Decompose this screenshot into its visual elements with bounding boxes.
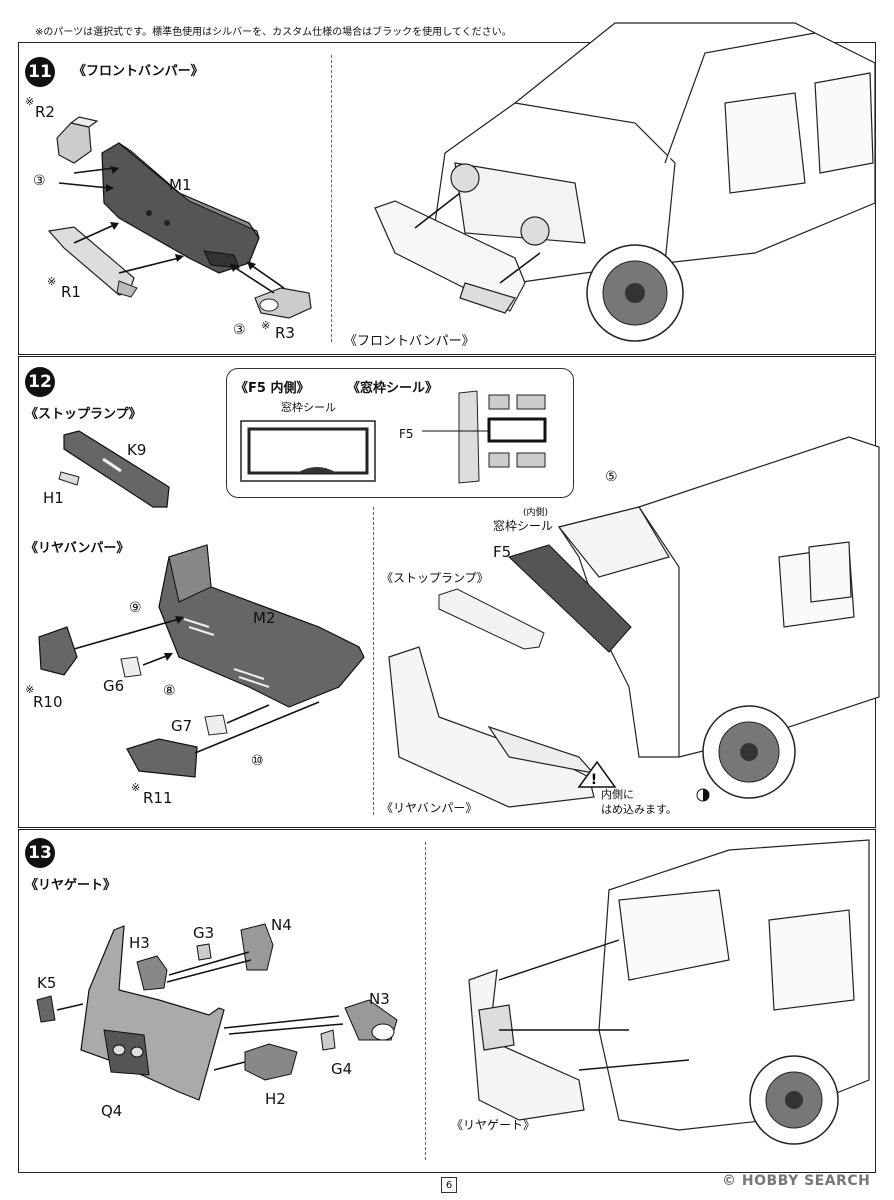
part-r10: R10 <box>33 693 63 711</box>
warning-text-line1: 内側に <box>601 788 634 801</box>
svg-text:!: ! <box>591 772 597 788</box>
inset-seal-label: 窓枠シール <box>281 401 336 414</box>
part-m1: M1 <box>169 176 192 194</box>
part-k5: K5 <box>37 974 57 992</box>
pin-5: ⑤ <box>605 469 618 485</box>
inset-f5-label: F5 <box>399 427 414 441</box>
r11-marker: ※ <box>131 781 141 794</box>
step-12-panel: 12 《ストップランプ》 《リヤバンパー》 《F5 内側》 窓枠シール 《窓枠シ… <box>18 356 880 828</box>
part-r11: R11 <box>143 789 173 807</box>
step-13-number: 13 <box>25 838 55 868</box>
rear-gate-caption: 《リヤゲート》 <box>451 1118 536 1132</box>
window-seal-inset: 《F5 内側》 窓枠シール 《窓枠シール》 F5 <box>226 368 574 498</box>
truck-front-drawing <box>374 22 876 342</box>
pin-3-upper: ③ <box>33 173 46 189</box>
part-g6: G6 <box>103 677 125 695</box>
r2-marker: ※ <box>25 95 35 108</box>
inset-f5-inner-title: 《F5 内側》 <box>235 381 310 396</box>
pin-8: ⑧ <box>163 683 176 699</box>
step-13-divider <box>425 842 426 1160</box>
step-11-caption: 《フロントバンパー》 <box>344 334 475 349</box>
rear-gate-title: 《リヤゲート》 <box>25 878 117 893</box>
step-11-number: 11 <box>25 57 55 87</box>
page-number: 6 <box>441 1177 457 1193</box>
pin-10: ⑩ <box>251 753 264 769</box>
r1-marker: ※ <box>47 275 57 288</box>
step-11-divider <box>331 55 332 342</box>
part-g7: G7 <box>171 717 193 735</box>
part-q4: Q4 <box>101 1102 123 1120</box>
part-r1: R1 <box>61 283 81 301</box>
rear-bumper-caption: 《リヤバンパー》 <box>381 801 478 815</box>
part-r3: R3 <box>275 324 295 342</box>
part-h2: H2 <box>265 1090 286 1108</box>
inset-seal-title: 《窓枠シール》 <box>347 381 439 396</box>
step-11-panel: 11 《フロントバンパー》 ※ R2 ③ M1 ※ <box>18 22 876 355</box>
part-r2: R2 <box>35 103 55 121</box>
part-n4: N4 <box>271 916 292 934</box>
window-seal-label: 窓枠シール <box>493 519 554 533</box>
step-12-divider <box>373 507 374 815</box>
pin-9: ⑨ <box>129 600 142 616</box>
warning-text-line2: はめ込みます。 <box>601 803 677 816</box>
part-h1: H1 <box>43 489 64 507</box>
inner-side-note: (内側) <box>523 508 549 518</box>
step-11-title: 《フロントバンパー》 <box>73 64 204 79</box>
part-g4: G4 <box>331 1060 353 1078</box>
rear-gate-parts-drawing <box>36 923 398 1101</box>
truck-rear-bumper-drawing: ! <box>388 436 880 808</box>
part-g3: G3 <box>193 924 215 942</box>
part-m2: M2 <box>253 609 276 627</box>
selection-note: ※のパーツは選択式です。標準色使用はシルバーを、カスタム仕様の場合はブラックを使… <box>35 27 512 38</box>
r3-marker: ※ <box>261 319 271 332</box>
stop-lamp-title: 《ストップランプ》 <box>25 407 142 422</box>
part-k9: K9 <box>127 441 147 459</box>
inset-seal-drawing <box>240 390 547 484</box>
truck-rear-gate-drawing <box>468 839 870 1145</box>
stop-lamp-caption: 《ストップランプ》 <box>381 571 489 585</box>
watermark: © HOBBY SEARCH <box>722 1173 871 1189</box>
part-n3: N3 <box>369 990 390 1008</box>
part-f5: F5 <box>493 543 512 561</box>
step-12-number: 12 <box>25 367 55 397</box>
r10-marker: ※ <box>25 683 35 696</box>
rear-bumper-parts-drawing <box>38 430 365 778</box>
front-bumper-parts-drawing <box>47 116 312 319</box>
pin-3-lower: ③ <box>233 322 246 338</box>
part-h3: H3 <box>129 934 150 952</box>
step-13-panel: 13 《リヤゲート》 H3 G3 N4 K5 N3 G4 H2 Q4 <box>18 829 876 1173</box>
rear-bumper-title: 《リヤバンパー》 <box>25 541 130 556</box>
